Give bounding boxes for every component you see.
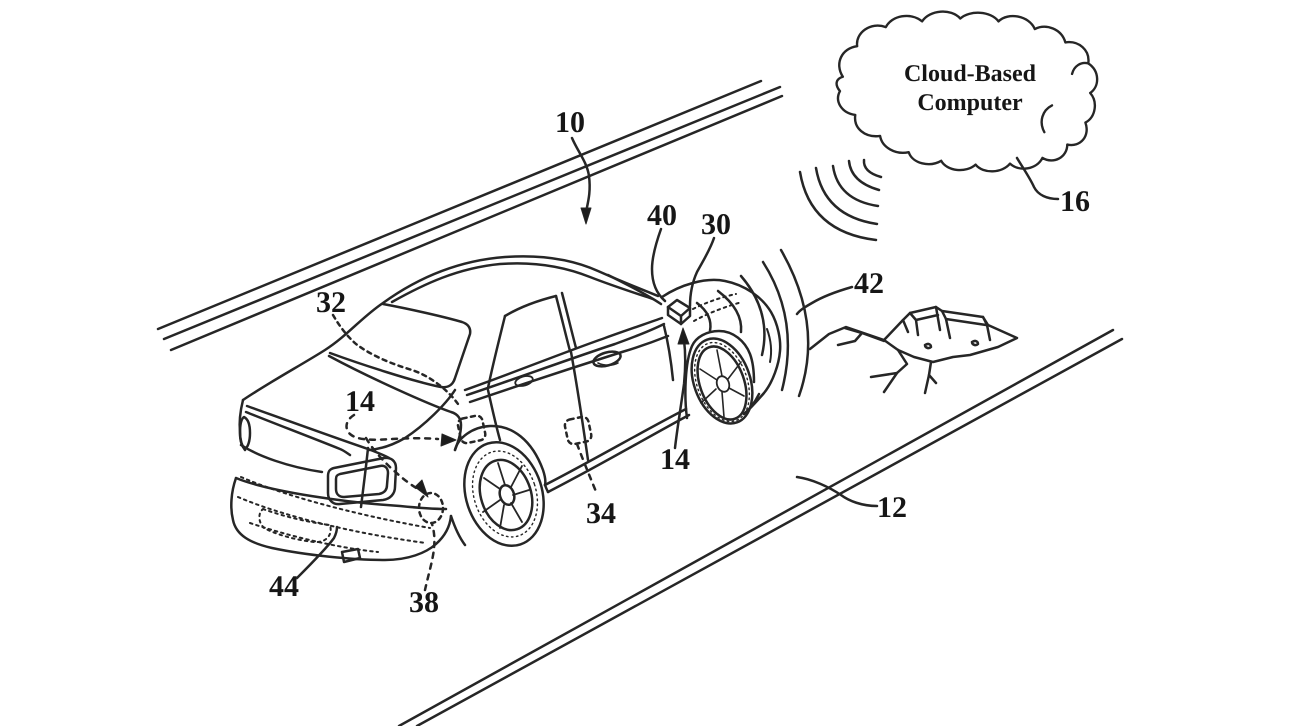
svg-text:12: 12: [877, 491, 907, 524]
svg-text:Cloud-Based: Cloud-Based: [904, 61, 1037, 87]
svg-text:30: 30: [701, 208, 731, 241]
svg-text:Computer: Computer: [917, 90, 1023, 116]
svg-text:32: 32: [316, 286, 346, 319]
svg-text:10: 10: [555, 106, 585, 139]
svg-text:40: 40: [647, 199, 677, 232]
svg-text:44: 44: [269, 570, 299, 603]
svg-text:42: 42: [854, 267, 884, 300]
svg-text:14: 14: [345, 385, 375, 418]
svg-text:34: 34: [586, 497, 616, 530]
svg-text:16: 16: [1060, 185, 1090, 218]
svg-text:38: 38: [409, 586, 439, 619]
